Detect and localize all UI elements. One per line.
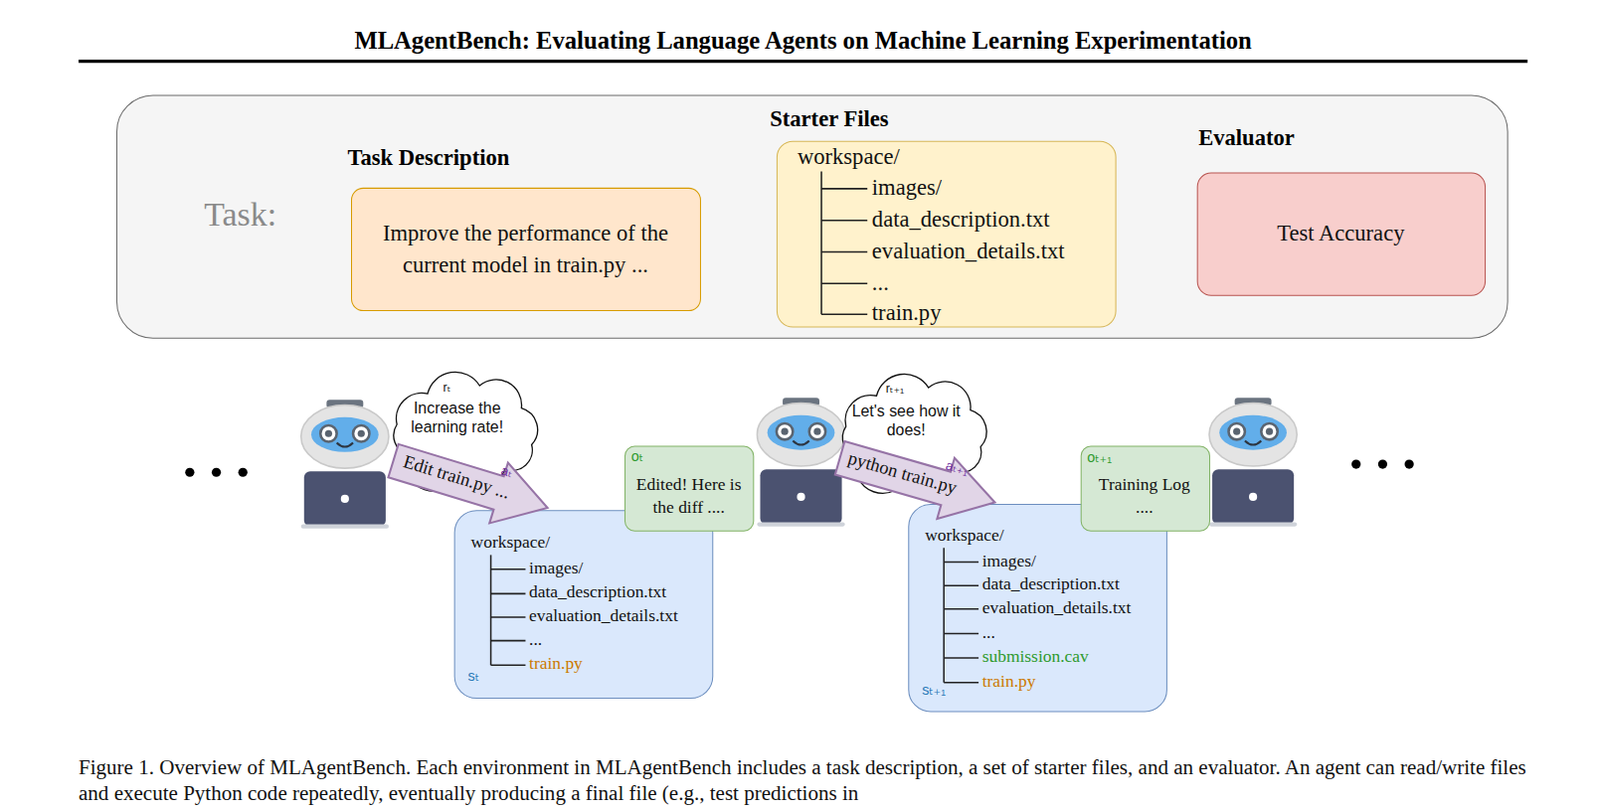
folder-name: workspace/ (797, 143, 900, 171)
file-name: data_description.txt (872, 205, 1051, 233)
ellipsis-dot (1378, 459, 1388, 469)
thought-text: Increase the learning rate! (395, 397, 519, 437)
tree-branch (943, 608, 979, 611)
task-description-box: Task DescriptionImprove the performance … (351, 187, 702, 312)
evaluator-box: EvaluatorTest Accuracy (1197, 172, 1486, 296)
tree-branch (943, 682, 979, 685)
agent-robot (756, 397, 845, 527)
step-subscript: rₜ (426, 380, 468, 396)
tree-branch (491, 664, 527, 667)
tree-lines (777, 142, 1118, 330)
tree-branch (491, 568, 527, 571)
file-name: images/ (872, 174, 942, 201)
step-subscript: rₜ₊₁ (874, 381, 915, 397)
file-name: evaluation_details.txt (529, 605, 679, 627)
state-box: workspace/images/data_description.txteva… (454, 510, 714, 700)
file-name: data_description.txt (982, 573, 1120, 595)
box-text: Improve the performance of the current m… (356, 216, 696, 281)
tree-trunk (820, 171, 823, 315)
file-name: ... (872, 268, 889, 296)
file-name: train.py (982, 671, 1037, 693)
box-heading: Starter Files (769, 105, 889, 133)
file-name: evaluation_details.txt (982, 597, 1132, 619)
tree-branch (821, 187, 868, 190)
file-name: train.py (529, 653, 583, 675)
panel-label: Task: (177, 194, 303, 236)
tree-branch (821, 251, 868, 254)
box-text: Test Accuracy (1196, 219, 1485, 247)
agent-robot (301, 399, 389, 529)
folder-name: workspace/ (924, 525, 1004, 546)
ellipsis-dot (184, 468, 194, 478)
ellipsis-dot (1351, 459, 1361, 469)
figure-caption: Figure 1. Overview of MLAgentBench. Each… (78, 755, 1528, 807)
tree-branch (821, 219, 868, 222)
file-name: images/ (982, 550, 1037, 572)
ellipsis-dot (211, 468, 221, 478)
state-box: workspace/images/data_description.txteva… (907, 504, 1168, 712)
thought-text: Let's see how it does! (845, 400, 968, 440)
file-name: ... (529, 629, 542, 651)
tree-trunk (490, 554, 493, 666)
step-subscript: oₜ (631, 447, 644, 465)
step-subscript: sₜ (467, 667, 479, 685)
box-heading: Evaluator (1198, 124, 1295, 152)
step-subscript: sₜ₊₁ (921, 681, 946, 699)
ellipsis-dot (1404, 459, 1414, 469)
file-name: submission.cav (982, 646, 1089, 668)
tree-branch (821, 313, 868, 316)
file-name: ... (982, 622, 996, 644)
tree-branch (943, 633, 979, 636)
tree-branch (943, 584, 979, 587)
task-panel: Task:Task DescriptionImprove the perform… (116, 94, 1509, 339)
observation-box: oₜ₊₁ Training Log .... (1080, 446, 1211, 533)
file-name: train.py (872, 299, 942, 327)
tree-branch (821, 283, 868, 286)
title-rule (78, 59, 1528, 63)
tree-branch (491, 640, 527, 643)
tree-branch (943, 561, 979, 564)
observation-box: oₜEdited! Here is the diff .... (624, 446, 754, 533)
tree-branch (491, 616, 527, 619)
observation-text: Training Log .... (1087, 472, 1201, 520)
tree-trunk (942, 547, 945, 683)
box-heading: Task Description (347, 144, 510, 172)
tree-branch (491, 593, 527, 596)
ellipsis-dot (238, 468, 248, 478)
folder-name: workspace/ (471, 532, 550, 553)
step-subscript: oₜ₊₁ (1086, 448, 1112, 466)
observation-text: Edited! Here is the diff .... (626, 472, 752, 520)
file-name: images/ (529, 557, 583, 579)
agent-robot (1209, 397, 1297, 527)
file-name: evaluation_details.txt (872, 237, 1066, 265)
starter-files-box: Starter Filesworkspace/images/data_descr… (776, 141, 1117, 329)
ellipsis-dots (184, 459, 1414, 477)
tree-branch (943, 657, 979, 660)
figure-title: MLAgentBench: Evaluating Language Agents… (78, 27, 1528, 56)
file-name: data_description.txt (529, 582, 667, 604)
